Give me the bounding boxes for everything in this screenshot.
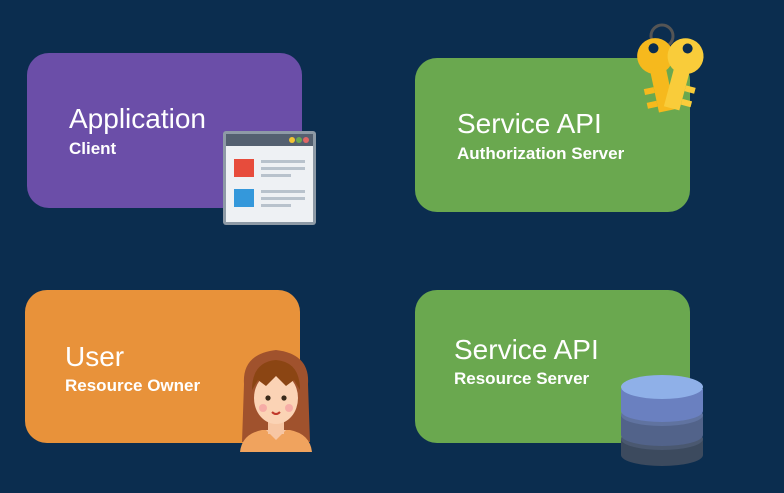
- resource-server-card: Service API Resource Server: [415, 290, 690, 443]
- database-icon: [619, 373, 705, 469]
- browser-window-icon: [223, 131, 316, 225]
- client-card-title: Application: [69, 103, 206, 134]
- resource-owner-card-subtitle: Resource Owner: [65, 376, 201, 395]
- auth-server-card-subtitle: Authorization Server: [457, 144, 625, 163]
- resource-owner-card-title: User: [65, 341, 125, 372]
- client-card-subtitle: Client: [69, 139, 117, 158]
- client-card: Application Client: [27, 53, 302, 208]
- keys-icon: [628, 22, 710, 120]
- auth-server-card-title: Service API: [457, 108, 602, 139]
- resource-server-card-subtitle: Resource Server: [454, 369, 590, 388]
- resource-server-card-title: Service API: [454, 334, 599, 365]
- auth-server-card: Service API Authorization Server: [415, 58, 690, 212]
- user-avatar-icon: [236, 344, 316, 452]
